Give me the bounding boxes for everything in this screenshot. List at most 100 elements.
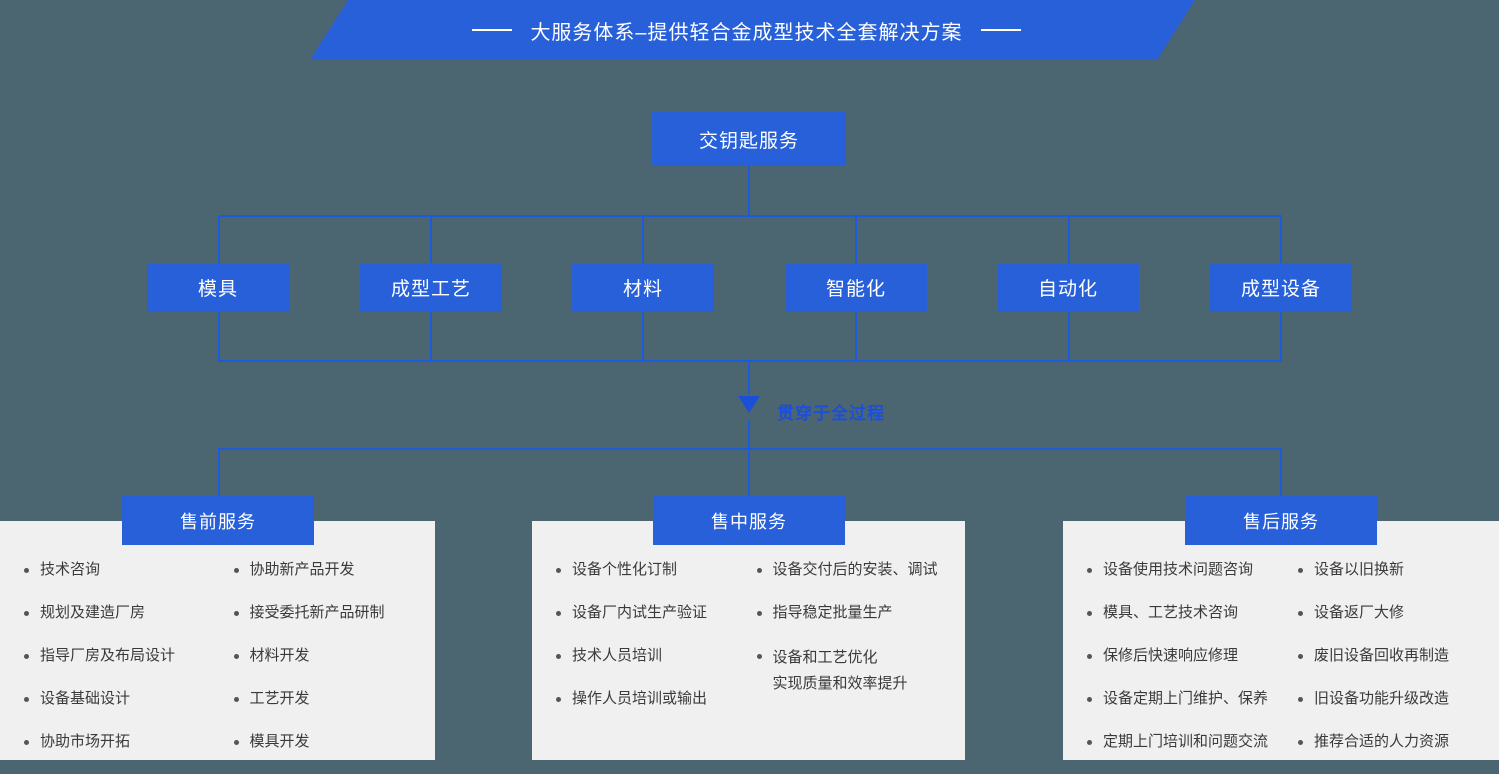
list-item: 设备使用技术问题咨询 <box>1087 559 1288 581</box>
node-capability-3[interactable]: 材料 <box>572 263 714 312</box>
connector-root-down <box>748 166 750 216</box>
node-capability-3-label: 材料 <box>622 279 663 300</box>
list-item: 工艺开发 <box>233 688 436 710</box>
list-item: 指导厂房及布局设计 <box>24 645 226 667</box>
list-item: 设备厂内试生产验证 <box>556 602 765 624</box>
down-arrow-icon <box>738 396 760 413</box>
arrow-note-label: 贯穿于全过程 <box>777 404 885 423</box>
banner-content: 大服务体系–提供轻合金成型技术全套解决方案 <box>472 16 1021 45</box>
list-item-label: 设备厂内试生产验证 <box>572 604 708 621</box>
node-capability-4[interactable]: 智能化 <box>785 263 927 312</box>
connector-top-drop-2 <box>430 215 432 263</box>
panel-pre-sales-col-1: 技术咨询 规划及建造厂房 指导厂房及布局设计 设备基础设计 协助市场开拓 <box>24 559 226 774</box>
list-in-sales-1: 设备个性化订制 设备厂内试生产验证 技术人员培训 操作人员培训或输出 <box>556 559 765 710</box>
connector-bottom-riser-2 <box>430 312 432 362</box>
list-item: 废旧设备回收再制造 <box>1298 645 1499 667</box>
connector-service-drop-1 <box>218 448 220 496</box>
connector-bottom-riser-6 <box>1280 312 1282 362</box>
list-item-label: 设备基础设计 <box>40 690 131 707</box>
list-item: 协助市场开拓 <box>24 731 226 753</box>
connector-top-drop-3 <box>642 215 644 263</box>
list-item-label: 操作人员培训或输出 <box>572 690 708 707</box>
list-item-label: 规划及建造厂房 <box>40 604 146 621</box>
list-in-sales-2: 设备交付后的安装、调试 指导稳定批量生产 设备和工艺优化 实现质量和效率提升 <box>756 559 966 697</box>
connector-capability-bottom-bus <box>218 360 1282 362</box>
connector-bottom-riser-3 <box>642 312 644 362</box>
list-item-label: 推荐合适的人力资源 <box>1314 733 1450 750</box>
list-item: 设备基础设计 <box>24 688 226 710</box>
list-item: 协助新产品开发 <box>233 559 436 581</box>
list-item: 材料开发 <box>233 645 436 667</box>
connector-top-drop-1 <box>218 215 220 263</box>
node-service-pre-sales[interactable]: 售前服务 <box>122 496 314 545</box>
list-item-label: 材料开发 <box>249 647 310 664</box>
list-item: 定期上门培训和问题交流 <box>1087 731 1288 753</box>
list-item: 设备个性化订制 <box>556 559 765 581</box>
list-item-label: 设备使用技术问题咨询 <box>1103 561 1254 578</box>
connector-top-drop-4 <box>855 215 857 263</box>
list-item: 技术人员培训 <box>556 645 765 667</box>
list-item: 设备返厂大修 <box>1298 602 1499 624</box>
node-service-after-sales-label: 售后服务 <box>1243 511 1319 532</box>
list-item: 设备和工艺优化 实现质量和效率提升 <box>756 645 966 697</box>
list-item: 设备交付后的安装、调试 <box>756 559 966 581</box>
panel-after-sales-columns: 设备使用技术问题咨询 模具、工艺技术咨询 保修后快速响应修理 设备定期上门维护、… <box>1063 559 1499 774</box>
panel-after-sales-col-1: 设备使用技术问题咨询 模具、工艺技术咨询 保修后快速响应修理 设备定期上门维护、… <box>1087 559 1288 774</box>
list-item-label: 协助市场开拓 <box>40 733 131 750</box>
list-item: 保修后快速响应修理 <box>1087 645 1288 667</box>
list-item-label: 技术人员培训 <box>572 647 663 664</box>
node-turnkey-service[interactable]: 交钥匙服务 <box>652 112 846 166</box>
panel-in-sales-col-2: 设备交付后的安装、调试 指导稳定批量生产 设备和工艺优化 实现质量和效率提升 <box>756 559 966 731</box>
panel-pre-sales-columns: 技术咨询 规划及建造厂房 指导厂房及布局设计 设备基础设计 协助市场开拓 协助新… <box>0 559 435 774</box>
header-banner: 大服务体系–提供轻合金成型技术全套解决方案 <box>310 0 1195 60</box>
node-service-in-sales[interactable]: 售中服务 <box>653 496 845 545</box>
panel-after-sales: 设备使用技术问题咨询 模具、工艺技术咨询 保修后快速响应修理 设备定期上门维护、… <box>1063 521 1499 760</box>
connector-bottom-riser-5 <box>1068 312 1070 362</box>
list-item-label: 指导厂房及布局设计 <box>40 647 176 664</box>
node-service-in-sales-label: 售中服务 <box>711 511 787 532</box>
connector-service-drop-3 <box>1280 448 1282 496</box>
list-item-label: 旧设备功能升级改造 <box>1314 690 1450 707</box>
list-item: 设备定期上门维护、保养 <box>1087 688 1288 710</box>
panel-in-sales: 设备个性化订制 设备厂内试生产验证 技术人员培训 操作人员培训或输出 设备交付后… <box>532 521 965 760</box>
list-item-label: 模具开发 <box>249 733 310 750</box>
list-after-sales-1: 设备使用技术问题咨询 模具、工艺技术咨询 保修后快速响应修理 设备定期上门维护、… <box>1087 559 1288 753</box>
node-capability-1-label: 模具 <box>197 279 238 300</box>
list-item-label: 接受委托新产品研制 <box>249 604 385 621</box>
list-item-label: 废旧设备回收再制造 <box>1314 647 1450 664</box>
list-item: 旧设备功能升级改造 <box>1298 688 1499 710</box>
connector-bottom-riser-1 <box>218 312 220 362</box>
node-capability-6-label: 成型设备 <box>1240 279 1321 300</box>
connector-top-drop-6 <box>1280 215 1282 263</box>
node-capability-2[interactable]: 成型工艺 <box>360 263 502 312</box>
list-item-label: 指导稳定批量生产 <box>772 604 893 621</box>
connector-service-drop-2 <box>748 448 750 496</box>
node-capability-1[interactable]: 模具 <box>147 263 289 312</box>
node-service-pre-sales-label: 售前服务 <box>180 511 256 532</box>
node-capability-4-label: 智能化 <box>825 279 886 300</box>
connector-top-bus <box>218 215 1282 217</box>
panel-pre-sales-col-2: 协助新产品开发 接受委托新产品研制 材料开发 工艺开发 模具开发 <box>233 559 436 774</box>
list-item-label: 定期上门培训和问题交流 <box>1103 733 1269 750</box>
panel-in-sales-col-1: 设备个性化订制 设备厂内试生产验证 技术人员培训 操作人员培训或输出 <box>556 559 765 731</box>
connector-bottom-riser-4 <box>855 312 857 362</box>
list-item-label: 设备和工艺优化 <box>772 649 878 666</box>
list-item-label: 设备个性化订制 <box>572 561 678 578</box>
node-capability-6[interactable]: 成型设备 <box>1210 263 1352 312</box>
list-item: 操作人员培训或输出 <box>556 688 765 710</box>
list-item-label-line2: 实现质量和效率提升 <box>772 675 908 692</box>
list-item-label: 设备返厂大修 <box>1314 604 1405 621</box>
list-item: 推荐合适的人力资源 <box>1298 731 1499 753</box>
list-item: 指导稳定批量生产 <box>756 602 966 624</box>
list-item-label: 工艺开发 <box>249 690 310 707</box>
node-capability-5-label: 自动化 <box>1037 279 1098 300</box>
node-capability-5[interactable]: 自动化 <box>997 263 1139 312</box>
list-item: 模具开发 <box>233 731 436 753</box>
list-item: 设备以旧换新 <box>1298 559 1499 581</box>
panel-after-sales-col-2: 设备以旧换新 设备返厂大修 废旧设备回收再制造 旧设备功能升级改造 推荐合适的人… <box>1298 559 1499 774</box>
banner-right-dash <box>980 29 1021 31</box>
node-service-after-sales[interactable]: 售后服务 <box>1185 496 1377 545</box>
panel-in-sales-columns: 设备个性化订制 设备厂内试生产验证 技术人员培训 操作人员培训或输出 设备交付后… <box>532 559 965 731</box>
list-item: 技术咨询 <box>24 559 226 581</box>
